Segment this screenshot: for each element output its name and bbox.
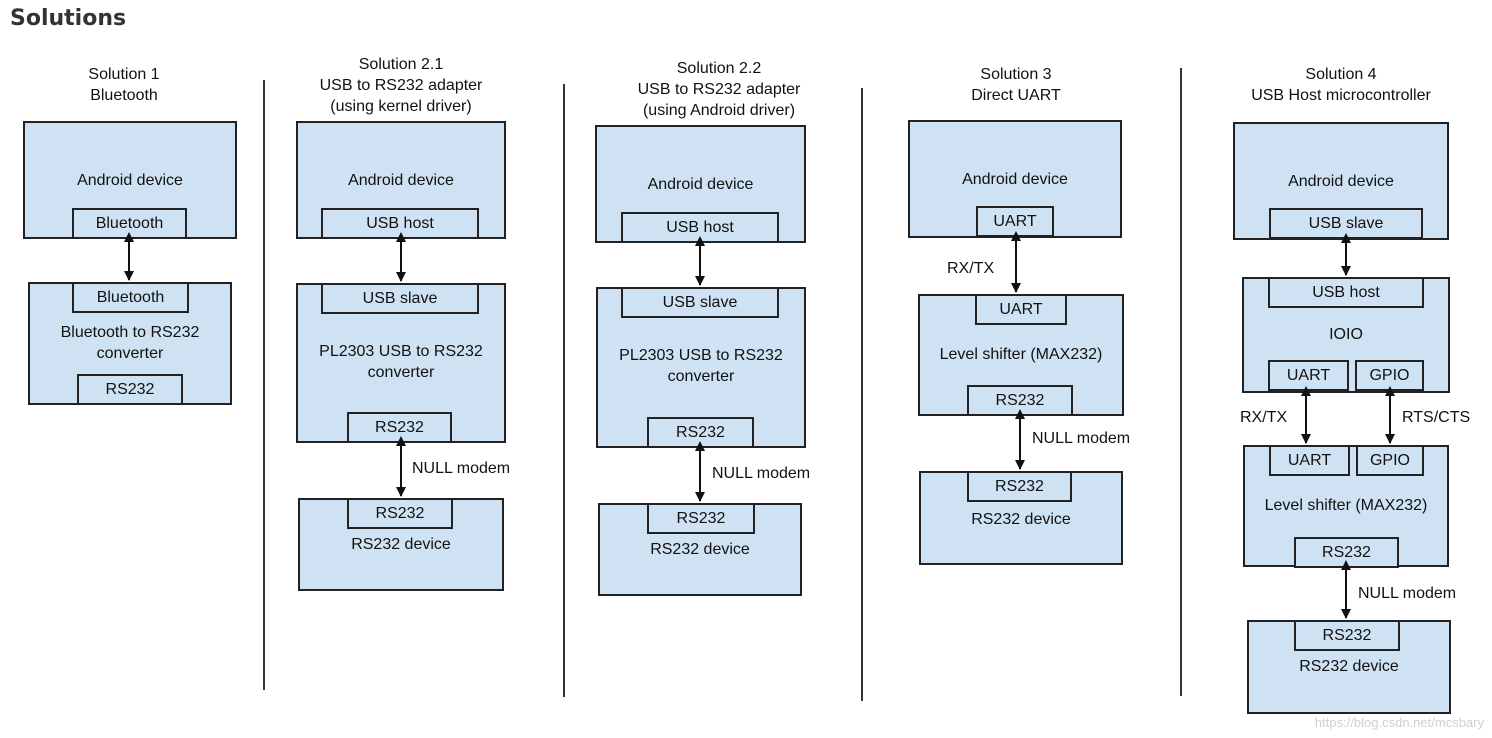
device-box-label: Bluetooth to RS232 converter <box>30 322 230 364</box>
device-box-label-line: PL2303 USB to RS232 <box>319 343 483 360</box>
device-box-label-line: Android device <box>1288 173 1394 190</box>
device-box-label: Android device <box>25 170 235 191</box>
device-box-label-line: RS232 device <box>971 511 1071 528</box>
solution-title: Solution 4 USB Host microcontroller <box>1251 64 1431 106</box>
port-bluetooth: Bluetooth <box>72 282 189 313</box>
device-box-rs232-device: RS232 device RS232 <box>919 471 1123 565</box>
column-divider <box>263 80 265 690</box>
link-label-rts-cts: RTS/CTS <box>1402 409 1471 426</box>
solution-title-line: USB to RS232 adapter <box>637 81 801 98</box>
device-box-label-line: IOIO <box>1329 326 1363 343</box>
device-box-label: Level shifter (MAX232) <box>1245 495 1447 516</box>
device-box-label-line: PL2303 USB to RS232 <box>619 347 783 364</box>
solution-title-line: Bluetooth <box>90 87 158 104</box>
link-label-null-modem: NULL modem <box>412 460 511 477</box>
device-box-label: Android device <box>1235 171 1447 192</box>
device-box-rs232-device: RS232 device RS232 <box>1247 620 1451 714</box>
link-label-rx-tx: RX/TX <box>947 260 995 277</box>
port-rs232: RS232 <box>647 503 755 534</box>
solution-title: Solution 3 Direct UART <box>971 64 1061 106</box>
watermark: https://blog.csdn.net/mcsbary <box>1314 715 1484 730</box>
port-uart: UART <box>1269 445 1350 476</box>
solution-title: Solution 1 Bluetooth <box>88 64 159 106</box>
device-box-label: Level shifter (MAX232) <box>920 344 1122 365</box>
device-box-label: Android device <box>597 174 804 195</box>
device-box-rs232-device: RS232 device RS232 <box>598 503 802 596</box>
solution-title-line: Solution 2.2 <box>676 60 762 77</box>
device-box-label-line: Android device <box>348 172 454 189</box>
port-uart: UART <box>975 294 1067 325</box>
solution-title-line: Solution 4 <box>1305 66 1377 83</box>
solution-title-line: Direct UART <box>971 87 1061 104</box>
device-box-label-line: Level shifter (MAX232) <box>1264 497 1428 514</box>
device-box-label-line: Level shifter (MAX232) <box>939 346 1103 363</box>
page-heading: Solutions <box>10 6 127 31</box>
solution-title-line: Solution 3 <box>980 66 1052 83</box>
solution-title-line: (using kernel driver) <box>330 98 472 115</box>
port-rs232: RS232 <box>347 498 453 529</box>
port-rs232: RS232 <box>967 471 1072 502</box>
port-usb-host: USB host <box>1268 277 1424 308</box>
column-divider <box>563 84 565 697</box>
column-divider <box>861 88 863 701</box>
device-box-label-line: RS232 device <box>351 536 451 553</box>
port-rs232: RS232 <box>1294 620 1400 651</box>
port-usb-slave: USB slave <box>621 287 779 318</box>
device-box-label-line: converter <box>367 364 435 381</box>
device-box-label: PL2303 USB to RS232 converter <box>298 341 504 383</box>
solution-title-line: Solution 2.1 <box>358 56 444 73</box>
device-box-label-line: RS232 device <box>1299 658 1399 675</box>
device-box-label-line: Android device <box>962 171 1068 188</box>
device-box-label: Android device <box>298 170 504 191</box>
column-divider <box>1180 68 1182 696</box>
link-label-null-modem: NULL modem <box>712 465 811 482</box>
solution-title-line: (using Android driver) <box>642 102 796 119</box>
port-rs232: RS232 <box>77 374 183 405</box>
solution-title-line: USB Host microcontroller <box>1251 87 1431 104</box>
solution-title-line: USB to RS232 adapter <box>319 77 483 94</box>
device-box-label-line: Android device <box>647 176 754 193</box>
device-box-label: RS232 device <box>921 509 1121 530</box>
port-gpio: GPIO <box>1356 445 1424 476</box>
port-usb-slave: USB slave <box>321 283 479 314</box>
device-box-label: RS232 device <box>300 534 502 555</box>
device-box-label-line: converter <box>96 345 164 362</box>
device-box-label-line: converter <box>667 368 735 385</box>
solution-title-line: Solution 1 <box>88 66 160 83</box>
device-box-label-line: Android device <box>77 172 183 189</box>
device-box-label-line: RS232 device <box>650 541 750 558</box>
link-label-null-modem: NULL modem <box>1358 585 1457 602</box>
device-box-label: RS232 device <box>1249 656 1449 677</box>
device-box-label: RS232 device <box>600 539 800 560</box>
link-label-rx-tx: RX/TX <box>1240 409 1288 426</box>
device-box-label: PL2303 USB to RS232 converter <box>598 345 804 387</box>
link-label-null-modem: NULL modem <box>1032 430 1131 447</box>
device-box-label-line: Bluetooth to RS232 <box>60 324 200 341</box>
device-box-rs232-device: RS232 device RS232 <box>298 498 504 591</box>
device-box-label: IOIO <box>1244 324 1448 345</box>
device-box-label: Android device <box>910 169 1120 190</box>
